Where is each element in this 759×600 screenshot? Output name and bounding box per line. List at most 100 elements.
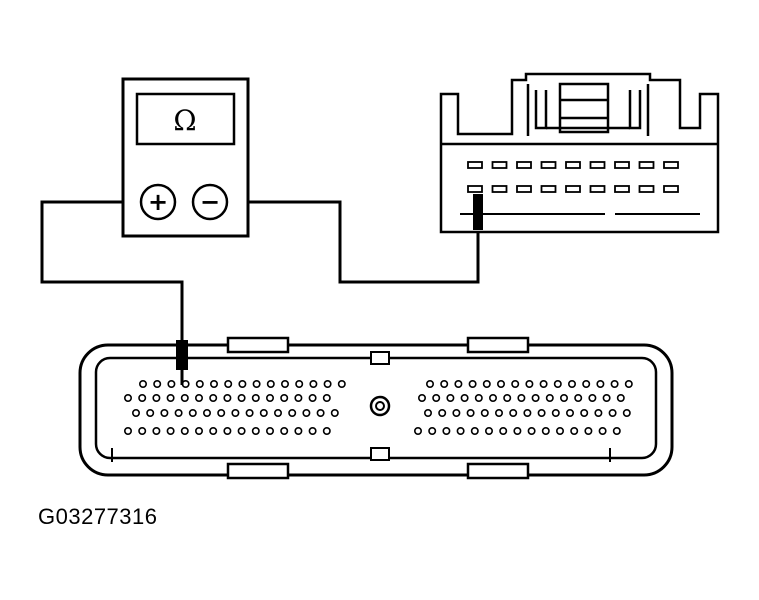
terminal-pin [132, 408, 141, 417]
top-latch-right [466, 336, 530, 354]
terminal-pin [322, 393, 331, 402]
ohmmeter: Ω + − [121, 77, 250, 238]
test-leads [40, 200, 480, 345]
terminal-pin [209, 393, 218, 402]
terminal-pin [152, 393, 161, 402]
terminal-pin [527, 426, 536, 435]
terminal-pin [460, 393, 469, 402]
terminal-pin [237, 426, 246, 435]
terminal-pin [138, 393, 147, 402]
terminal-slot [467, 185, 483, 193]
terminal-slot [663, 161, 679, 169]
connector-lock-tab [558, 82, 610, 134]
terminal-pin [596, 379, 605, 388]
negative-jack [191, 183, 229, 221]
terminal-pin [308, 426, 317, 435]
terminal-pin [280, 393, 289, 402]
terminal-pin [167, 379, 176, 388]
terminal-pin [174, 408, 183, 417]
terminal-pin [616, 393, 625, 402]
terminal-pin [166, 393, 175, 402]
terminal-slot [638, 161, 655, 169]
terminal-pin [553, 379, 562, 388]
top-latch-left [226, 336, 290, 354]
terminal-pin [138, 426, 147, 435]
terminal-pin [610, 379, 619, 388]
terminal-pin [195, 393, 204, 402]
terminal-pin [180, 393, 189, 402]
terminal-pin [166, 426, 175, 435]
terminal-pin [251, 393, 260, 402]
terminal-pin [432, 393, 441, 402]
terminal-pin [195, 426, 204, 435]
terminal-pin [309, 379, 318, 388]
terminal-pin [499, 426, 508, 435]
terminal-pin [517, 393, 526, 402]
harness-connector-terminals [467, 161, 679, 193]
terminal-pin [322, 426, 331, 435]
terminal-slot [638, 185, 655, 193]
terminal-slot [516, 161, 532, 169]
terminal-pin [245, 408, 254, 417]
terminal-pin [308, 393, 317, 402]
terminal-pin [580, 408, 589, 417]
terminal-pin [252, 379, 261, 388]
terminal-pin [237, 393, 246, 402]
terminal-pin [442, 426, 451, 435]
terminal-pin [466, 408, 475, 417]
terminal-pin [570, 426, 579, 435]
terminal-pin [537, 408, 546, 417]
ohm-symbol: Ω [173, 104, 196, 137]
terminal-pin [231, 408, 240, 417]
connector-latch-left [526, 84, 548, 136]
terminal-pin [574, 393, 583, 402]
positive-lead-wire [40, 200, 184, 345]
terminal-pin [146, 408, 155, 417]
terminal-pin [509, 408, 518, 417]
terminal-pin [474, 393, 483, 402]
positive-jack [139, 183, 177, 221]
terminal-pin [612, 426, 621, 435]
terminal-pin [280, 379, 289, 388]
terminal-pin [555, 426, 564, 435]
terminal-pin [295, 379, 304, 388]
terminal-pin [180, 426, 189, 435]
terminal-pin [302, 408, 311, 417]
terminal-pin [511, 379, 520, 388]
module-connector-terminals [124, 379, 633, 435]
terminal-pin [266, 379, 275, 388]
terminal-pin [337, 379, 346, 388]
terminal-pin [224, 379, 233, 388]
terminal-slot [540, 161, 557, 169]
terminal-pin [417, 393, 426, 402]
terminal-pin [567, 379, 576, 388]
terminal-pin [209, 426, 218, 435]
terminal-slot [491, 185, 508, 193]
terminal-pin [454, 379, 463, 388]
terminal-pin [470, 426, 479, 435]
terminal-slot [491, 161, 508, 169]
terminal-slot [516, 185, 532, 193]
negative-lead-wire [230, 200, 480, 284]
terminal-pin [423, 408, 432, 417]
terminal-pin [294, 426, 303, 435]
terminal-pin [124, 426, 133, 435]
terminal-pin [438, 408, 447, 417]
terminal-pin [503, 393, 512, 402]
terminal-pin [480, 408, 489, 417]
terminal-pin [622, 408, 631, 417]
terminal-pin [624, 379, 633, 388]
terminal-pin [456, 426, 465, 435]
terminal-pin [152, 426, 161, 435]
terminal-pin [482, 379, 491, 388]
terminal-slot [540, 185, 557, 193]
negative-probe-tip [473, 194, 483, 230]
terminal-pin [188, 408, 197, 417]
terminal-pin [280, 426, 289, 435]
top-key [370, 351, 390, 365]
terminal-pin [425, 379, 434, 388]
terminal-pin [582, 379, 591, 388]
terminal-pin [523, 408, 532, 417]
meter-display [135, 92, 236, 146]
